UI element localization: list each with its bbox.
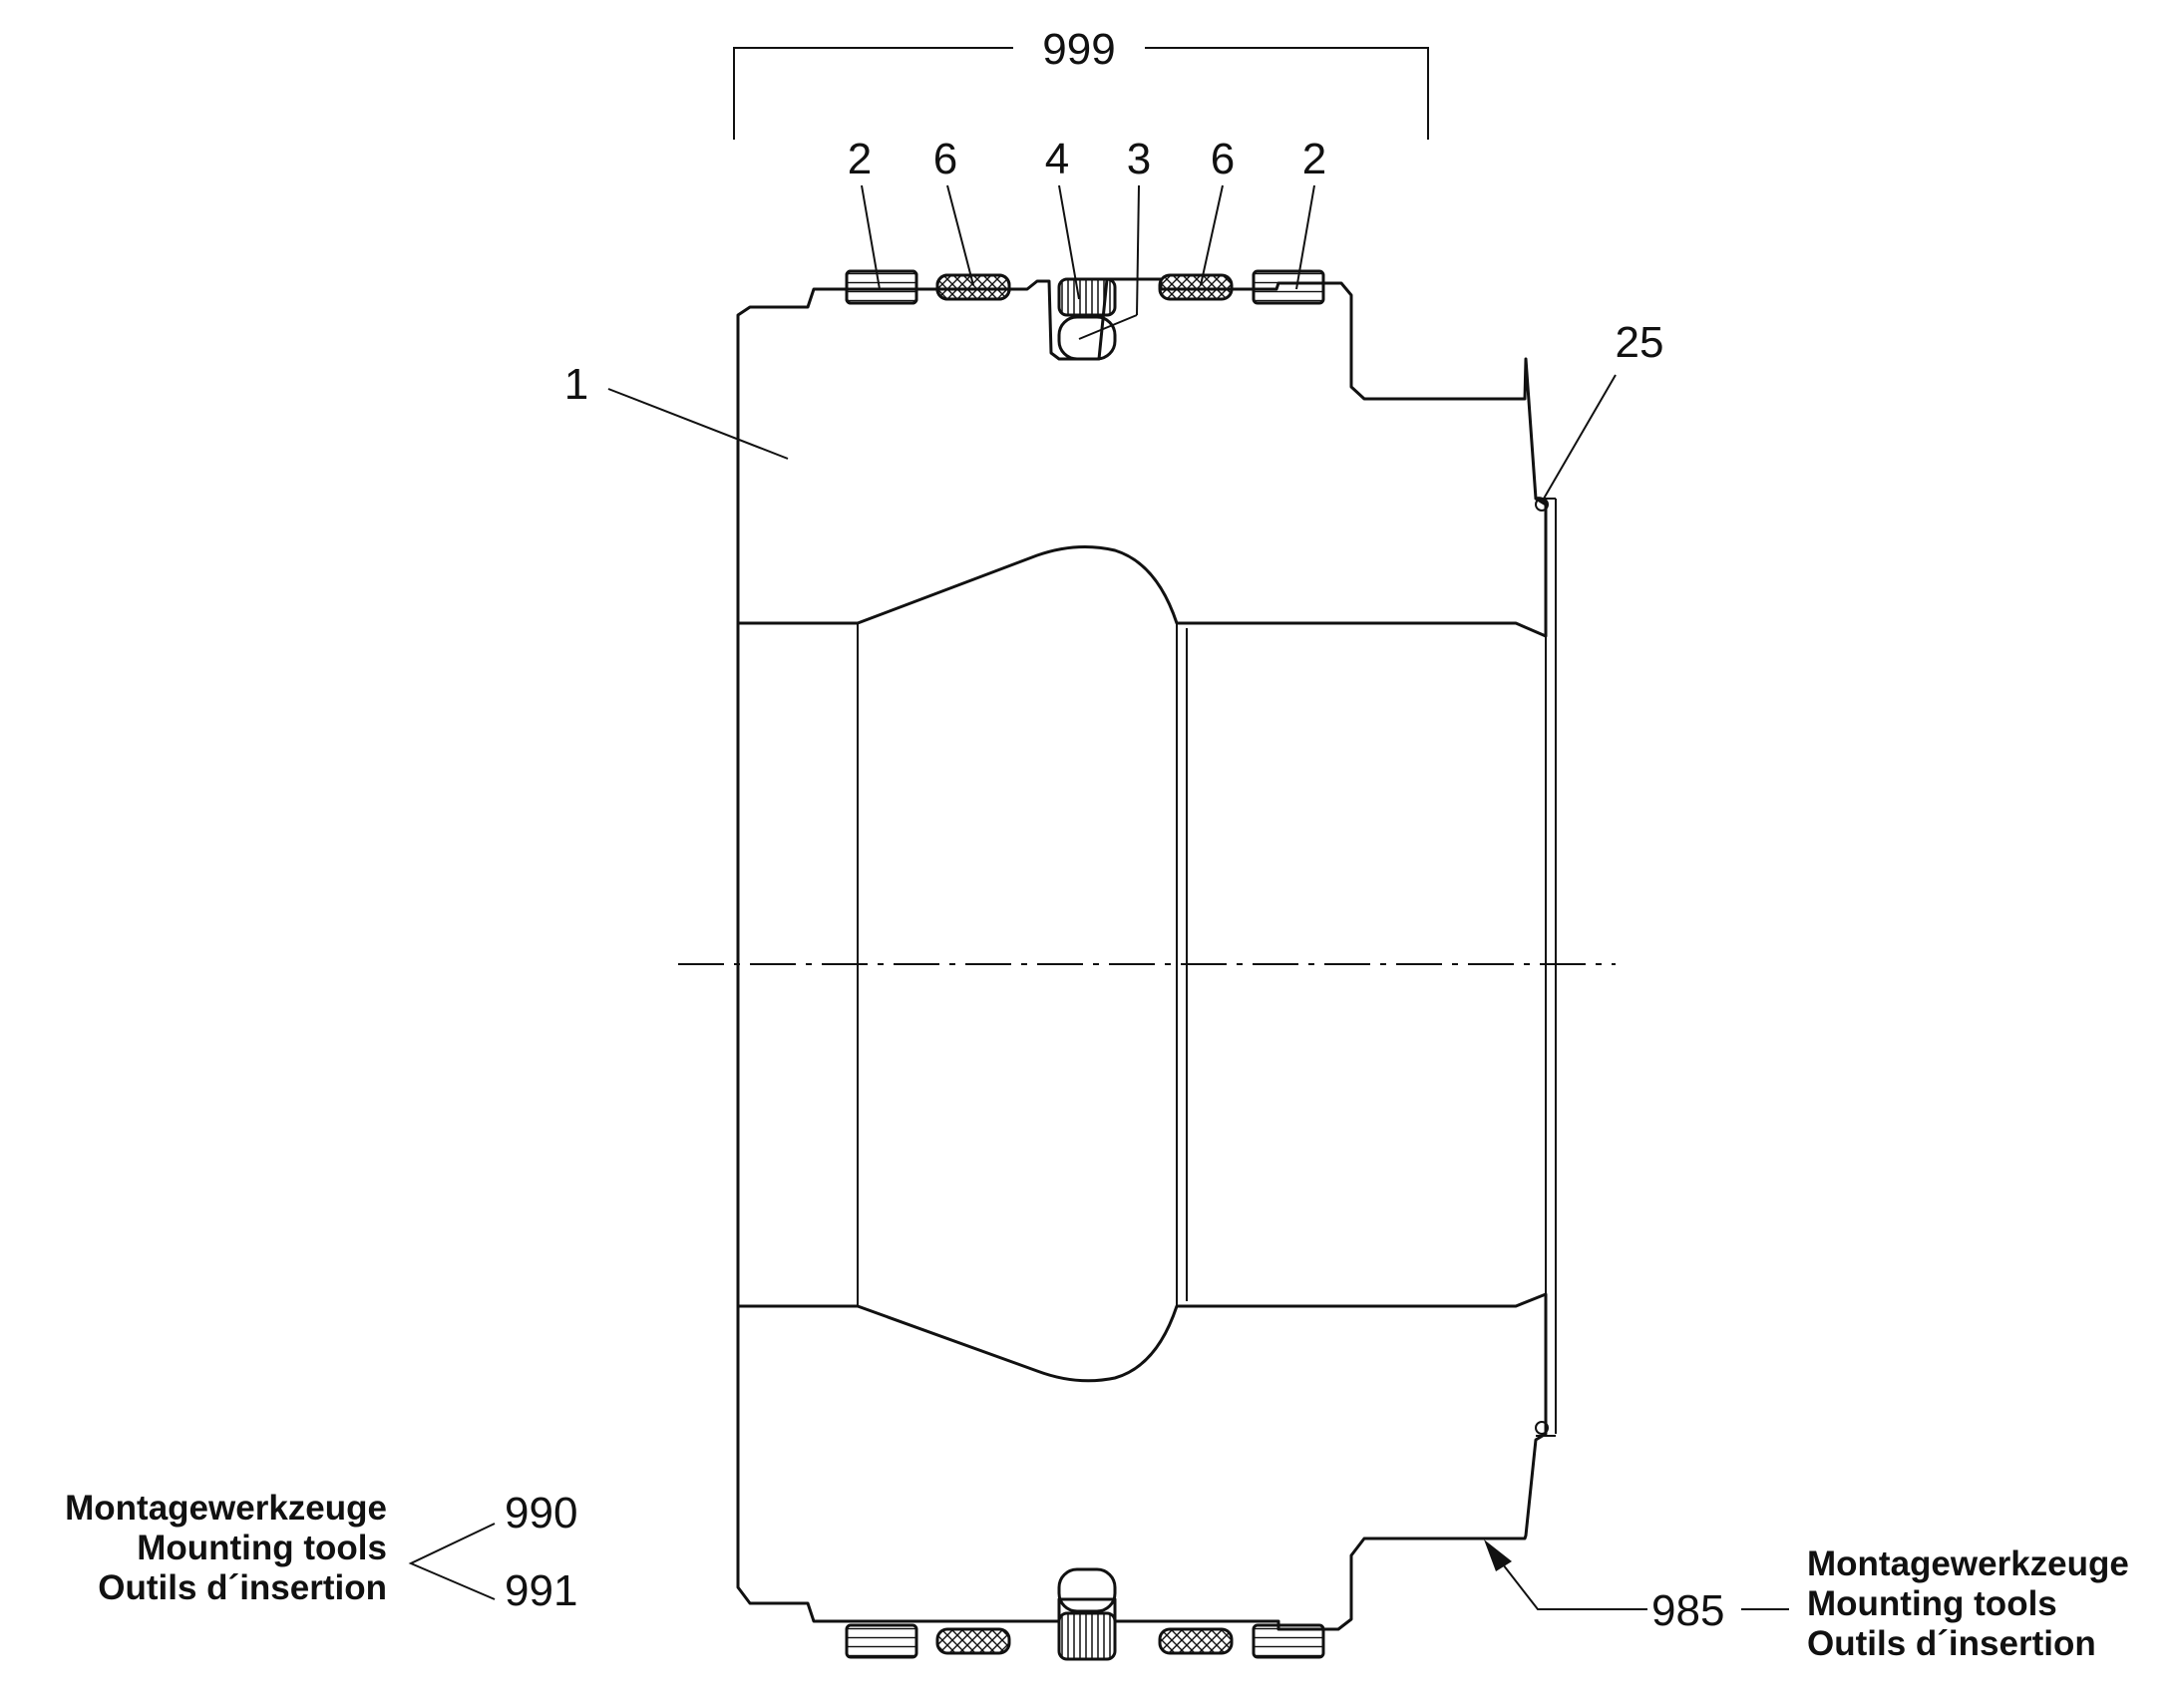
callout-25: 25 [1616, 318, 1664, 367]
upper-section [736, 277, 1548, 638]
callout-990: 990 [505, 1489, 577, 1537]
note-left-line-1: Montagewerkzeuge [65, 1489, 387, 1528]
bore [736, 498, 1557, 1437]
callout-3: 3 [1127, 135, 1151, 183]
note-right-line-1: Montagewerkzeuge [1807, 1544, 2129, 1583]
callout-6-left: 6 [933, 135, 957, 183]
arrow-985 [1484, 1539, 1512, 1571]
callout-1: 1 [564, 360, 588, 409]
callout-999: 999 [1042, 25, 1115, 74]
top-seals [845, 269, 1325, 361]
callout-991: 991 [505, 1566, 577, 1615]
callout-2-right: 2 [1302, 135, 1326, 183]
groove-marks [1534, 497, 1549, 1435]
lower-section [736, 1292, 1548, 1631]
leader-990-991 [408, 1523, 496, 1600]
note-left-line-3: Outils d´insertion [98, 1568, 387, 1607]
callout-2-left: 2 [848, 135, 872, 183]
callout-985: 985 [1651, 1586, 1724, 1635]
top-leaders [861, 184, 1315, 340]
note-right-line-3: Outils d´insertion [1807, 1624, 2096, 1663]
leader-25 [1543, 374, 1617, 500]
bottom-seals [845, 1567, 1325, 1661]
note-right-line-2: Mounting tools [1807, 1584, 2057, 1623]
leader-1 [607, 388, 789, 460]
leader-985 [1495, 1554, 1647, 1610]
note-left-line-2: Mounting tools [137, 1529, 387, 1567]
callout-6-right: 6 [1211, 135, 1235, 183]
bracket-999 [733, 47, 1429, 140]
callout-4: 4 [1045, 135, 1069, 183]
